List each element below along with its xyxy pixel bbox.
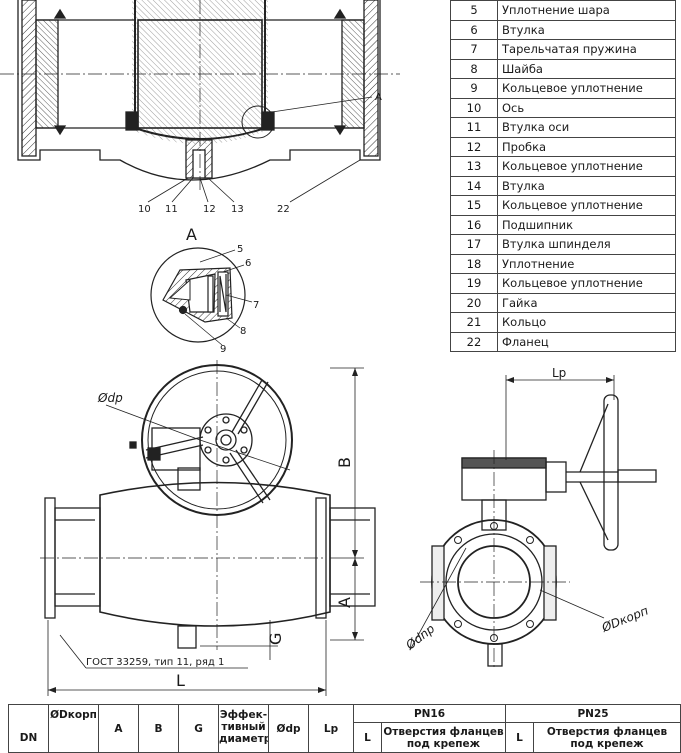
part-number: 18 <box>450 253 498 274</box>
dim-g-label: G <box>266 633 285 645</box>
part-number: 6 <box>450 19 498 40</box>
spec-header-dkorp: ØDкорп <box>48 704 99 753</box>
dim-lp-label: Lp <box>552 366 566 380</box>
part-name: Кольцо <box>497 312 676 333</box>
part-name: Втулка <box>497 175 676 196</box>
dim-a-label: A <box>335 597 354 608</box>
part-number: 20 <box>450 292 498 313</box>
spec-header-eff-diameter: Эффек-тивный диаметр <box>218 704 269 753</box>
dim-dnp-label: Ødnp <box>402 621 437 653</box>
section-marker-a: A <box>375 92 382 103</box>
dim-b-label: B <box>335 457 354 468</box>
spec-header-a: A <box>98 704 139 753</box>
detail-callout-6: 6 <box>245 258 251 269</box>
part-name: Фланец <box>497 331 676 352</box>
gost-note: ГОСТ 33259, тип 11, ряд 1 <box>86 657 224 668</box>
callout-13: 13 <box>231 204 244 215</box>
spec-header-pn25-holes: Отверстия фланцев под крепеж <box>533 722 681 753</box>
part-number: 16 <box>450 214 498 235</box>
spec-table: DN ØDкорп A B G Эффек-тивный диаметр Ødp… <box>8 704 681 753</box>
spec-header-b: B <box>138 704 179 753</box>
part-name: Пробка <box>497 136 676 157</box>
side-view <box>409 375 657 670</box>
spec-header-pn16-holes: Отверстия фланцев под крепеж <box>380 722 507 753</box>
part-name: Кольцевое уплотнение <box>497 195 676 216</box>
callout-11: 11 <box>165 204 178 215</box>
part-name: Уплотнение шара <box>497 0 676 21</box>
part-name: Ось <box>497 97 676 118</box>
part-name: Тарельчатая пружина <box>497 39 676 60</box>
front-view <box>40 360 376 696</box>
detail-a-title: A <box>186 225 197 244</box>
spec-header-dp: Ødp <box>268 704 309 753</box>
detail-callout-8: 8 <box>240 326 246 337</box>
part-number: 13 <box>450 156 498 177</box>
part-name: Гайка <box>497 292 676 313</box>
section-view <box>0 0 400 203</box>
part-name: Кольцевое уплотнение <box>497 273 676 294</box>
part-name: Втулка <box>497 19 676 40</box>
spec-header-pn16-l: L <box>353 722 382 753</box>
part-number: 15 <box>450 195 498 216</box>
dim-l-label: L <box>176 671 185 690</box>
part-name: Втулка шпинделя <box>497 234 676 255</box>
part-name: Шайба <box>497 58 676 79</box>
spec-header-dn: DN <box>8 704 49 753</box>
part-number: 7 <box>450 39 498 60</box>
detail-callout-7: 7 <box>253 300 259 311</box>
spec-header-pn16: PN16 <box>352 704 507 723</box>
detail-a <box>150 247 253 346</box>
part-number: 10 <box>450 97 498 118</box>
detail-callout-5: 5 <box>237 244 243 255</box>
part-number: 12 <box>450 136 498 157</box>
dim-dkorp-label: ØDкорп <box>599 603 651 635</box>
part-number: 22 <box>450 331 498 352</box>
part-name: Уплотнение <box>497 253 676 274</box>
part-number: 11 <box>450 117 498 138</box>
callout-12: 12 <box>203 204 216 215</box>
part-number: 19 <box>450 273 498 294</box>
part-number: 9 <box>450 78 498 99</box>
part-name: Кольцевое уплотнение <box>497 78 676 99</box>
spec-header-pn25: PN25 <box>505 704 681 723</box>
part-number: 21 <box>450 312 498 333</box>
part-number: 8 <box>450 58 498 79</box>
spec-header-lp: Lp <box>308 704 354 753</box>
spec-header-g: G <box>178 704 219 753</box>
dim-dp-label: Ødp <box>97 391 123 405</box>
part-name: Втулка оси <box>497 117 676 138</box>
spec-header-pn25-l: L <box>505 722 535 753</box>
part-number: 5 <box>450 0 498 21</box>
callout-10: 10 <box>138 204 151 215</box>
part-number: 17 <box>450 234 498 255</box>
callout-22: 22 <box>277 204 290 215</box>
part-name: Кольцевое уплотнение <box>497 156 676 177</box>
part-number: 14 <box>450 175 498 196</box>
detail-callout-9: 9 <box>220 344 226 355</box>
part-name: Подшипник <box>497 214 676 235</box>
